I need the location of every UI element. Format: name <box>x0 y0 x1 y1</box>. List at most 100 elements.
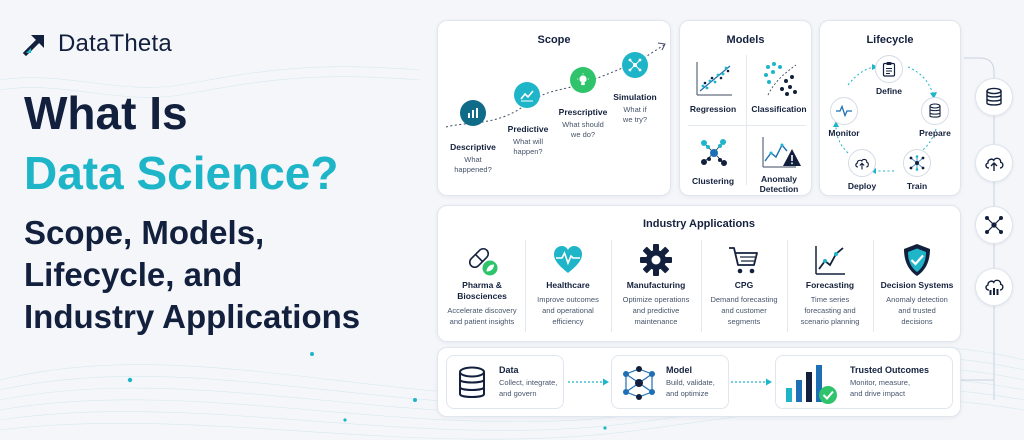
scope-step-predictive-desc1: What will <box>512 137 543 146</box>
industry-divider <box>611 240 612 332</box>
hero-subtitle: Scope, Models, Lifecycle, and Industry A… <box>24 212 424 338</box>
industry-divider <box>787 240 788 332</box>
scope-title: Scope <box>537 34 571 46</box>
database-icon <box>986 87 1002 106</box>
industry-pharma-title2: Biosciences <box>457 291 507 301</box>
scope-step-descriptive-desc1: What <box>464 155 482 164</box>
pipeline-step-model[interactable]: Model Build, validate, and optimize <box>611 355 729 409</box>
cloud-analytics-icon <box>985 279 1004 295</box>
industry-item-forecasting[interactable]: Forecasting Time series forecasting and … <box>788 242 872 332</box>
industry-forecasting-desc2: forecasting and <box>804 306 856 315</box>
industry-pharma-desc: Accelerate discovery and patient insight… <box>440 305 524 327</box>
pipeline-outcomes-desc: Monitor, measure, and drive impact <box>850 377 910 399</box>
scope-step-descriptive-desc: What happened? <box>443 155 503 175</box>
industry-item-cpg[interactable]: CPG Demand forecasting and customer segm… <box>702 242 786 332</box>
pipeline-step-trusted-outcomes[interactable]: Trusted Outcomes Monitor, measure, and d… <box>775 355 953 409</box>
rail-cloud-upload-button[interactable] <box>975 144 1013 182</box>
network-icon <box>622 52 648 78</box>
industry-item-healthcare[interactable]: Healthcare Improve outcomes and operatio… <box>526 242 610 332</box>
line-chart-icon <box>815 246 845 275</box>
industry-manufacturing-title: Manufacturing <box>626 280 686 290</box>
hero-subtitle-line4: Lifecycle, and <box>24 256 243 293</box>
industry-item-manufacturing[interactable]: Manufacturing Optimize operations and pr… <box>612 242 700 332</box>
industry-title: Industry Applications <box>642 218 756 230</box>
pipeline-model-desc: Build, validate, and optimize <box>666 377 715 399</box>
scope-step-descriptive-label: Descriptive <box>450 142 496 152</box>
industry-item-pharma[interactable]: Pharma & Biosciences Accelerate discover… <box>440 242 524 332</box>
pipeline-arrow <box>731 378 772 386</box>
capsule-leaf-icon <box>468 247 498 276</box>
pipeline-step-data[interactable]: Data Collect, integrate, and govern <box>446 355 564 409</box>
industry-manufacturing-desc2: and predictive <box>632 306 680 315</box>
lifecycle-deploy-label: Deploy <box>847 181 877 191</box>
industry-healthcare-title: Healthcare <box>546 280 590 290</box>
regression-scatter-icon <box>696 62 732 96</box>
shopping-cart-icon <box>729 247 758 274</box>
industry-cpg-desc1: Demand forecasting <box>710 295 778 304</box>
industry-healthcare-desc: Improve outcomes and operational efficie… <box>526 294 610 327</box>
clustering-icon <box>701 139 727 166</box>
pipeline-outcomes-desc2: and drive impact <box>850 389 906 398</box>
hero-title-line2: Data Science? <box>24 147 339 199</box>
cloud-upload-icon <box>848 149 876 177</box>
scope-card: Scope Descriptive What happened? Predict… <box>437 20 671 196</box>
bar-chart-icon <box>460 100 486 126</box>
lifecycle-define-label: Define <box>876 86 902 96</box>
lifecycle-title: Lifecycle <box>866 34 914 46</box>
arrow-up-right-icon <box>22 34 45 57</box>
pulse-icon <box>830 97 858 125</box>
industry-cpg-desc3: segments <box>727 317 761 326</box>
lifecycle-prepare-label: Prepare <box>919 128 951 138</box>
pipeline-outcomes-title: Trusted Outcomes <box>850 365 930 375</box>
rail-network-button[interactable] <box>975 206 1013 244</box>
network-icon <box>623 366 655 400</box>
industry-card: Industry Applications Pharma & Bioscienc… <box>437 205 961 342</box>
rail-database-button[interactable] <box>975 78 1013 116</box>
lightbulb-icon <box>570 67 596 93</box>
pipeline-model-desc2: and optimize <box>666 389 709 398</box>
brand-logo[interactable]: DataTheta <box>22 30 172 58</box>
industry-divider <box>701 240 702 332</box>
scope-step-prescriptive-desc: What should we do? <box>553 120 613 140</box>
heart-pulse-icon <box>554 246 582 273</box>
industry-forecasting-title: Forecasting <box>805 280 855 290</box>
hero-subtitle-line5: Industry Applications <box>24 298 361 335</box>
pipeline-card: Data Collect, integrate, and govern Mode… <box>437 347 961 417</box>
lifecycle-train-label: Train <box>906 181 928 191</box>
industry-decision-systems-desc1: Anomaly detection <box>886 295 948 304</box>
scope-step-descriptive-desc2: happened? <box>454 165 492 174</box>
industry-healthcare-desc1: Improve outcomes <box>537 295 599 304</box>
rail-connector <box>961 57 995 400</box>
scope-step-prescriptive-label: Prescriptive <box>558 107 608 117</box>
lifecycle-card: Lifecycle Define Prepare Train Deploy <box>819 20 961 196</box>
industry-manufacturing-desc1: Optimize operations <box>622 295 690 304</box>
neural-network-icon <box>903 149 931 177</box>
scope-step-prescriptive-desc2: we do? <box>570 130 596 139</box>
lifecycle-monitor-label: Monitor <box>828 128 860 138</box>
industry-cpg-desc2: and customer <box>721 306 767 315</box>
rail-cloud-analytics-button[interactable] <box>975 268 1013 306</box>
industry-item-decision-systems[interactable]: Decision Systems Anomaly detection and t… <box>874 242 960 332</box>
industry-divider <box>873 240 874 332</box>
pipeline-data-desc: Collect, integrate, and govern <box>499 377 557 399</box>
scope-step-predictive-label: Predictive <box>507 124 549 134</box>
trend-line-icon <box>514 82 540 108</box>
pipeline-arrow <box>568 378 609 386</box>
scope-step-simulation-desc: What if we try? <box>605 105 665 125</box>
models-title: Models <box>726 34 765 46</box>
shield-check-icon <box>904 244 930 276</box>
models-card: Models Regression Classification Cluster… <box>679 20 812 196</box>
industry-healthcare-desc3: efficiency <box>552 317 584 326</box>
industry-forecasting-desc1: Time series <box>810 295 850 304</box>
pipeline-model-title: Model <box>666 365 692 375</box>
model-anomaly-label2: Detection <box>759 184 799 194</box>
pipeline-model-desc1: Build, validate, <box>666 378 715 387</box>
cloud-upload-icon <box>985 157 1004 171</box>
industry-decision-systems-desc2: and trusted <box>898 306 936 315</box>
scope-step-simulation-label: Simulation <box>613 92 657 102</box>
industry-pharma-title: Pharma & Biosciences <box>440 280 524 302</box>
brand-name: DataTheta <box>58 30 172 57</box>
pipeline-data-desc1: Collect, integrate, <box>499 378 558 387</box>
pipeline-data-title: Data <box>499 365 519 375</box>
scope-step-simulation-desc2: we try? <box>622 115 648 124</box>
